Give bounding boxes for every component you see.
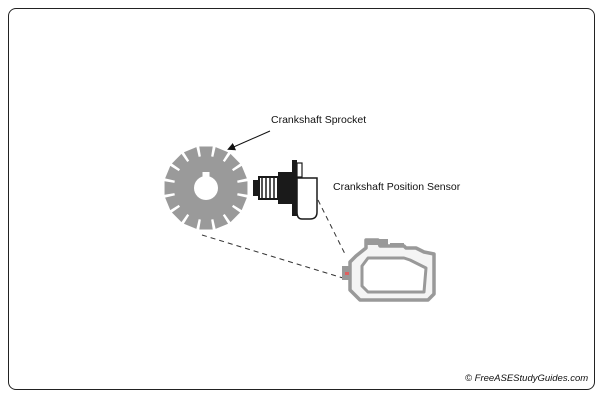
diagram-frame [8, 8, 595, 390]
crankshaft-sprocket-gear-icon [164, 146, 248, 230]
crankshaft-sprocket-label: Crankshaft Sprocket [271, 114, 366, 126]
sprocket-center-hole [194, 176, 218, 200]
sprocket-label-arrow [227, 130, 271, 151]
sprocket-to-engine-dashed-line [201, 234, 344, 279]
engine-signal-mark [345, 272, 349, 275]
crankshaft-position-sensor-label: Crankshaft Position Sensor [333, 181, 461, 193]
engine-icon [342, 238, 436, 302]
sprocket-keyway [202, 172, 210, 180]
sensor-to-engine-dashed-line [317, 199, 347, 257]
copyright-text: © FreeASEStudyGuides.com [465, 373, 588, 384]
crankshaft-position-sensor-icon [253, 160, 318, 220]
